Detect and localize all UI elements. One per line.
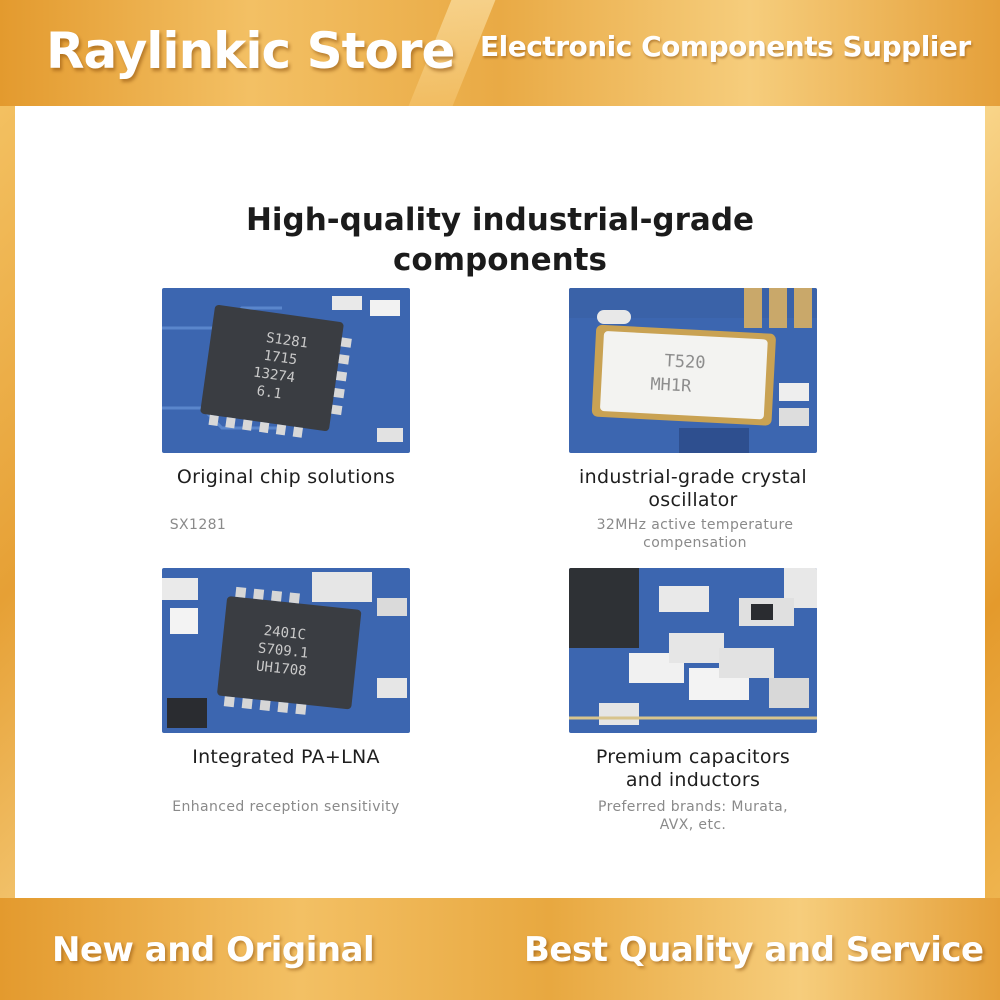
capacitors-photo (569, 568, 817, 733)
headline-line-1: High-quality industrial-grade (245, 202, 755, 238)
card-title-capacitors: Premium capacitors and inductors (543, 746, 843, 792)
card-title-original-chip: Original chip solutions (136, 466, 436, 489)
pa-chip-marking-line: S709.1 (257, 640, 309, 661)
card-title-line: oscillator (648, 489, 738, 511)
card-subtitle-sx1281: SX1281 (48, 516, 348, 534)
card-subtitle-line: SX1281 (169, 517, 227, 533)
pa-chip-marking-line: 2401C (263, 623, 307, 643)
card-title-line: Premium capacitors (595, 746, 791, 768)
card-title-line: and inductors (625, 769, 761, 791)
footer-banner (0, 898, 1000, 1000)
card-subtitle-crystal: 32MHz active temperature compensation (545, 516, 845, 552)
chip-photo-sx1281: S1281 1715 13274 6.1 (162, 288, 410, 453)
card-title-crystal-oscillator: industrial-grade crystal oscillator (543, 466, 843, 512)
pa-chip-marking-line: UH1708 (255, 658, 307, 679)
header-banner (0, 0, 1000, 106)
card-title-line: industrial-grade crystal (579, 466, 807, 488)
card-subtitle-brands: Preferred brands: Murata, AVX, etc. (543, 798, 843, 834)
card-subtitle-line: 32MHz active temperature (596, 517, 794, 533)
card-subtitle-line: Preferred brands: Murata, (598, 799, 788, 815)
headline-line-2: components (393, 242, 607, 278)
card-subtitle-reception: Enhanced reception sensitivity (136, 798, 436, 816)
crystal-marking-line: T520 (664, 351, 706, 373)
card-title-pa-lna: Integrated PA+LNA (136, 746, 436, 769)
crystal-marking-line: MH1R (650, 374, 693, 396)
chip-marking-line: 6.1 (256, 383, 283, 402)
store-name: Raylinkic Store (46, 22, 455, 80)
card-subtitle-line: compensation (643, 535, 747, 551)
chip-marking-line: 13274 (252, 365, 296, 387)
chip-marking-line: 1715 (263, 348, 299, 369)
page-headline: High-quality industrial-grade components (150, 200, 850, 280)
store-tagline: Electronic Components Supplier (480, 30, 971, 63)
pa-lna-chip-photo: 2401C S709.1 UH1708 (162, 568, 410, 733)
crystal-oscillator-photo: T520 MH1R (569, 288, 817, 453)
card-subtitle-line: AVX, etc. (659, 817, 727, 833)
chip-marking-line: S1281 (265, 330, 309, 352)
card-subtitle-line: Enhanced reception sensitivity (172, 799, 400, 815)
footer-quality-service: Best Quality and Service (524, 930, 984, 970)
footer-new-original: New and Original (52, 930, 375, 970)
card-title-line: Original chip solutions (176, 466, 396, 488)
content-panel (15, 106, 985, 898)
card-title-line: Integrated PA+LNA (192, 746, 380, 768)
